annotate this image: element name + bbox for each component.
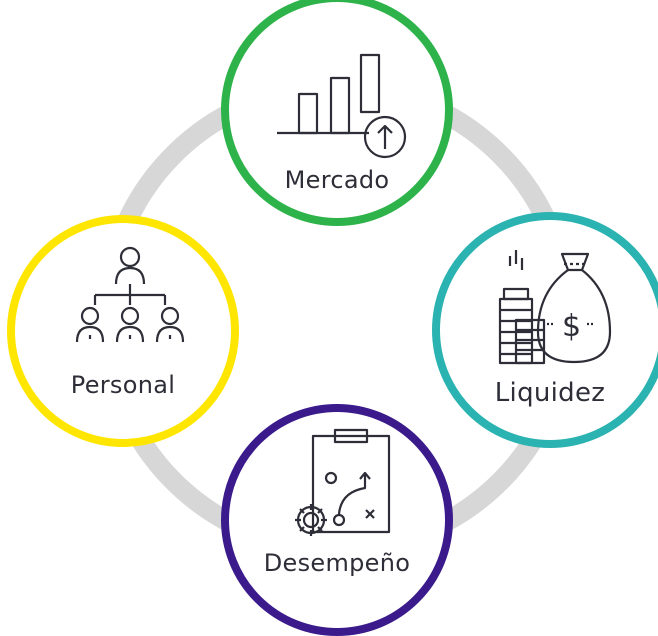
node-mercado: Mercado: [221, 0, 453, 226]
node-label-desempeno: Desempeño: [263, 549, 411, 577]
money-bag-coins-icon: $: [498, 250, 612, 365]
clipboard-strategy-icon: [295, 428, 391, 536]
svg-text:$: $: [562, 309, 581, 344]
node-label-personal: Personal: [70, 371, 176, 399]
bar-chart-growth-icon: [277, 53, 407, 159]
node-label-liquidez: Liquidez: [494, 378, 606, 408]
org-chart-people-icon: [75, 246, 185, 343]
node-liquidez: $ Liquidez: [432, 212, 658, 448]
node-label-mercado: Mercado: [284, 166, 390, 194]
node-personal: Personal: [7, 215, 239, 447]
node-desempeno: Desempeño: [221, 404, 453, 636]
